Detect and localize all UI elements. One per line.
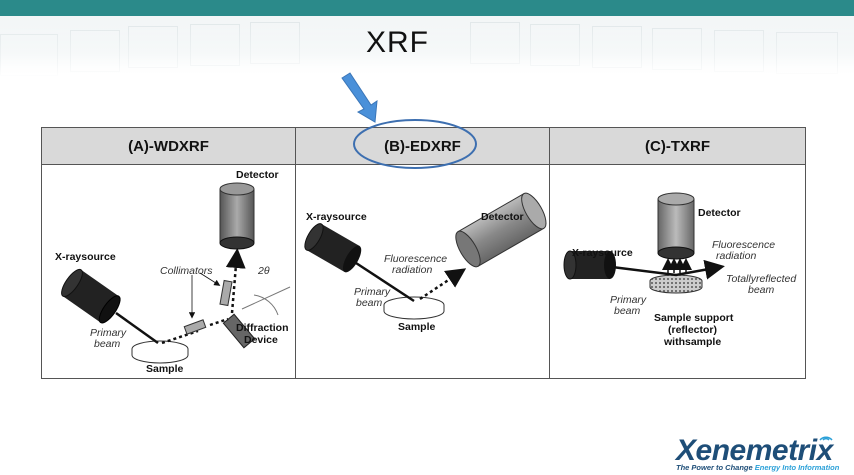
label-reflected-2: beam xyxy=(748,284,775,296)
label-primary-a-2: beam xyxy=(94,338,121,350)
label-angle: 2θ xyxy=(258,265,270,277)
panel-divider xyxy=(549,128,550,378)
label-sample-a: Sample xyxy=(146,363,184,375)
detector-a xyxy=(219,182,255,250)
xray-source-c xyxy=(563,250,616,280)
label-detector-a: Detector xyxy=(236,169,279,181)
edxrf-schematic xyxy=(304,192,547,320)
slide-title: XRF xyxy=(366,26,429,59)
label-fluorescence-c-1: Fluorescence xyxy=(712,239,776,251)
label-support-1: Sample support xyxy=(654,312,734,324)
label-source-c: X-raysource xyxy=(572,247,633,259)
tagline-start: The Power to Change xyxy=(676,463,755,472)
label-fluorescence-b-2: radiation xyxy=(392,264,433,276)
label-primary-b-1: Primary xyxy=(354,286,391,298)
label-diffraction-1: Diffraction xyxy=(236,322,289,334)
txrf-schematic xyxy=(563,192,725,294)
label-reflected-1: Totallyreflected xyxy=(726,273,797,285)
panel-header-wdxrf: (A)-WDXRF xyxy=(42,128,295,165)
top-bar xyxy=(0,0,854,16)
label-source-b: X-raysource xyxy=(306,211,367,223)
periodic-table-banner xyxy=(0,16,854,78)
label-collimators: Collimators xyxy=(160,265,213,277)
wdxrf-schematic xyxy=(61,182,291,364)
label-fluorescence-b-1: Fluorescence xyxy=(384,253,448,265)
xrf-comparison-diagram: (A)-WDXRF (B)-EDXRF (C)-TXRF xyxy=(41,127,806,379)
label-support-3: withsample xyxy=(664,336,722,348)
tagline-accent: Energy Into Information xyxy=(754,463,840,472)
label-support-2: (reflector) xyxy=(668,324,718,336)
xenemetrix-logo: Xenemetrix xyxy=(676,434,833,468)
label-detector-b: Detector xyxy=(481,211,524,223)
detector-c xyxy=(657,192,695,260)
label-primary-a-1: Primary xyxy=(90,327,127,339)
panel-header-edxrf: (B)-EDXRF xyxy=(296,128,549,165)
detector-b xyxy=(455,192,547,268)
label-fluorescence-c-2: radiation xyxy=(716,250,757,262)
label-source-a: X-raysource xyxy=(55,251,116,263)
label-sample-b: Sample xyxy=(398,321,436,333)
panel-divider xyxy=(295,128,296,378)
pointer-arrow xyxy=(341,72,378,123)
logo-word: Xenemetrix xyxy=(676,434,833,467)
xray-source-b xyxy=(304,223,362,273)
label-primary-c-1: Primary xyxy=(610,294,647,306)
panel-header-txrf: (C)-TXRF xyxy=(550,128,805,165)
label-primary-c-2: beam xyxy=(614,305,641,317)
xray-source-a xyxy=(61,268,121,324)
logo-tagline: The Power to Change Energy Into Informat… xyxy=(676,463,839,472)
label-detector-c: Detector xyxy=(698,207,741,219)
highlight-circle xyxy=(353,119,477,169)
label-diffraction-2: Device xyxy=(244,334,278,346)
logo-signal-icon xyxy=(819,436,833,441)
label-primary-b-2: beam xyxy=(356,297,383,309)
